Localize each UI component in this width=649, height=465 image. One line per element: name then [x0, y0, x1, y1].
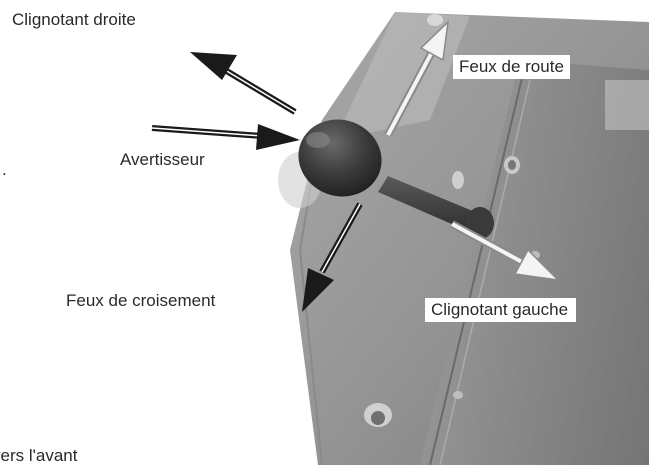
label-avertisseur: Avertisseur: [120, 150, 205, 170]
cut-text-bottom: vers l'avant: [0, 446, 77, 465]
dashboard-panel: [278, 12, 649, 465]
cut-text-dot: .: [2, 160, 7, 180]
arrow-clignotant-droite: [190, 52, 295, 112]
label-clignotant-gauche: Clignotant gauche: [425, 298, 576, 322]
label-feux-de-route: Feux de route: [453, 55, 570, 79]
label-feux-de-croisement: Feux de croisement: [66, 291, 215, 311]
label-clignotant-droite: Clignotant droite: [12, 10, 136, 30]
arrow-avertisseur: [152, 124, 300, 150]
